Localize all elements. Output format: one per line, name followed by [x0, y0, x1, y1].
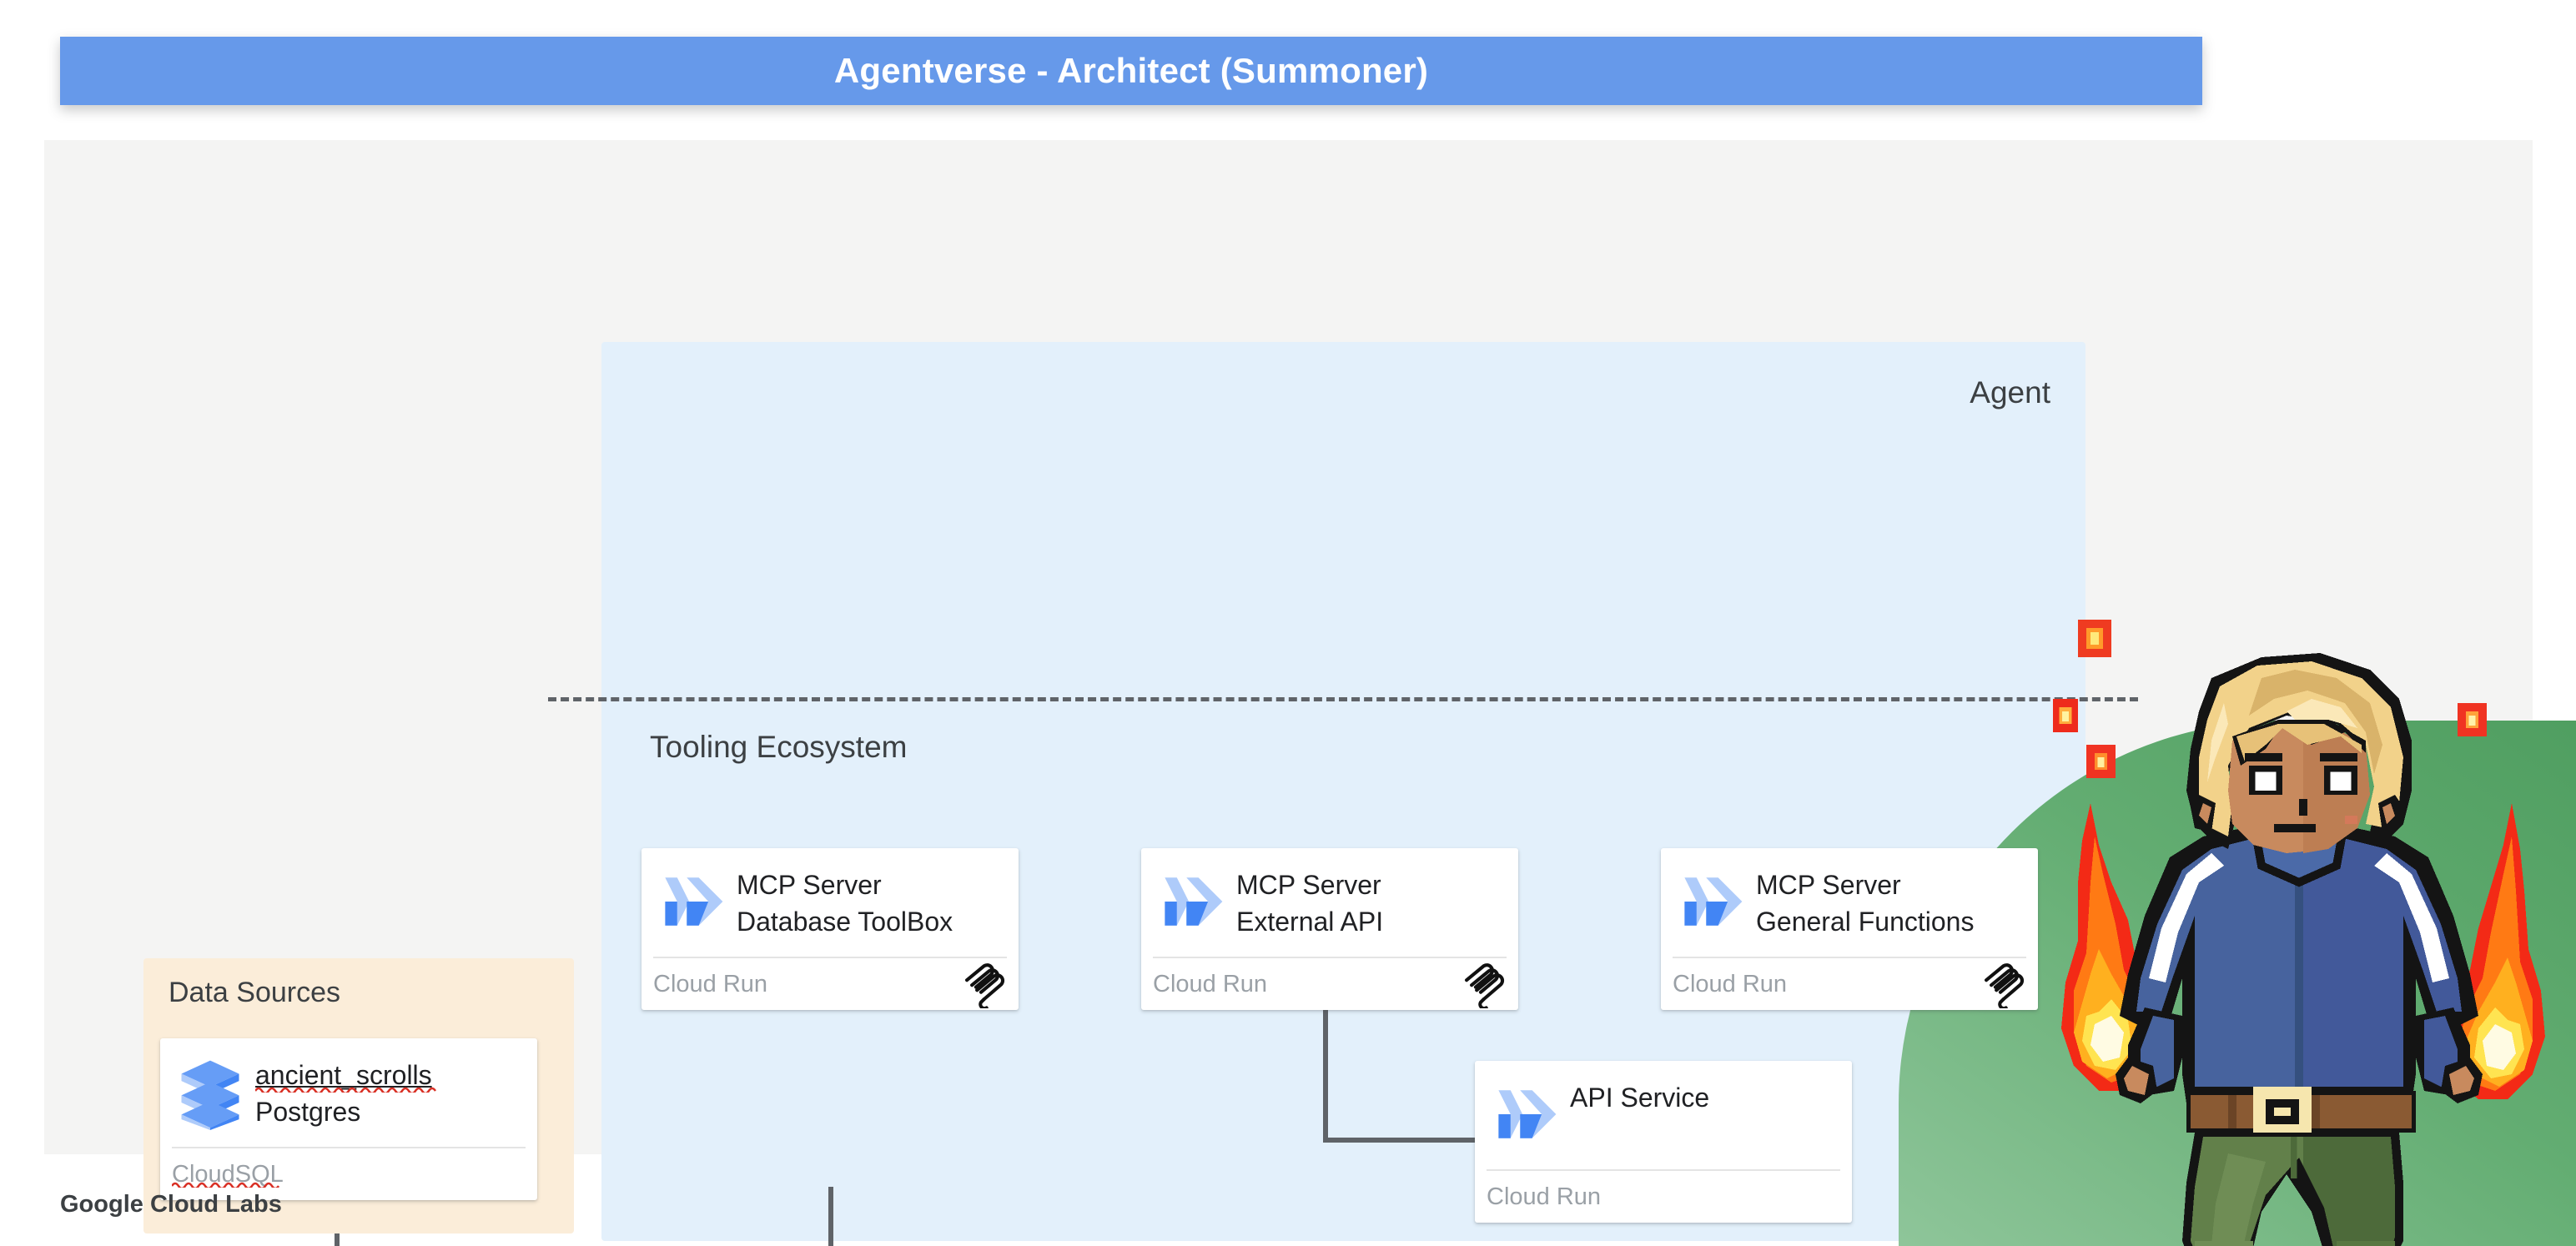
- agent-tooling-divider: [548, 697, 2138, 701]
- tooling-ecosystem-label: Tooling Ecosystem: [650, 730, 908, 764]
- card-title-line-1: ancient_scrolls: [255, 1057, 524, 1093]
- card-title-line-1: MCP Server: [737, 870, 882, 900]
- card-footer: Cloud Run: [1153, 957, 1507, 1010]
- card-platform-label: Cloud Run: [1153, 970, 1268, 997]
- card-platform-label: Cloud Run: [1673, 970, 1788, 997]
- card-body: API Service: [1475, 1061, 1852, 1169]
- cloud-run-icon: [1487, 1076, 1563, 1153]
- card-title-line-1: API Service: [1570, 1083, 1710, 1113]
- page-title: Agentverse - Architect (Summoner): [833, 51, 1429, 90]
- cloud-sql-icon: [172, 1053, 249, 1130]
- card-body: ancient_scrolls Postgres: [160, 1038, 537, 1147]
- character-belt: [2186, 1087, 2416, 1137]
- card-mcp-server-general-functions[interactable]: MCP Server General Functions Cloud Run: [1661, 848, 2038, 1010]
- card-titles: MCP Server External API: [1236, 863, 1505, 940]
- card-body: MCP Server General Functions: [1661, 848, 2038, 957]
- card-platform-label: CloudSQL: [172, 1160, 284, 1188]
- character-head: [2186, 653, 2412, 853]
- paperclip-icon: [1457, 960, 1505, 1008]
- card-footer: CloudSQL: [172, 1147, 526, 1200]
- card-mcp-server-database-toolbox[interactable]: MCP Server Database ToolBox Cloud Run: [641, 848, 1019, 1010]
- card-titles: API Service: [1570, 1076, 1839, 1116]
- card-ancient-scrolls-postgres[interactable]: ancient_scrolls Postgres CloudSQL: [160, 1038, 537, 1200]
- data-sources-label: Data Sources: [169, 977, 340, 1008]
- card-platform-label: Cloud Run: [1487, 1183, 1602, 1210]
- card-api-service[interactable]: API Service Cloud Run: [1475, 1061, 1852, 1223]
- paperclip-icon: [957, 960, 1005, 1008]
- card-title-line-2: Database ToolBox: [737, 907, 953, 937]
- right-hand-flame: [2445, 803, 2545, 1099]
- connector-external-api-to-api-service: [1321, 1007, 1487, 1145]
- card-title-line-2: External API: [1236, 907, 1384, 937]
- card-title-line-1: MCP Server: [1236, 870, 1381, 900]
- card-body: MCP Server Database ToolBox: [641, 848, 1019, 957]
- card-title-line-2: Postgres: [255, 1097, 361, 1127]
- ember-particles: [2053, 620, 2487, 778]
- character-legs: [2182, 1133, 2403, 1246]
- card-platform-label: Cloud Run: [653, 970, 768, 997]
- connector-ancient-scrolls-to-database-toolbox: [332, 1187, 849, 1246]
- card-titles: MCP Server Database ToolBox: [737, 863, 1005, 940]
- paperclip-icon: [1976, 960, 2025, 1008]
- card-title-line-1: MCP Server: [1756, 870, 1901, 900]
- diagram-canvas: Agent Tooling Ecosystem Data Sources: [44, 140, 2576, 1246]
- card-title-line-2: General Functions: [1756, 907, 1975, 937]
- cloud-run-icon: [1153, 863, 1230, 940]
- agent-panel-label: Agent: [1970, 375, 2050, 409]
- footer-brand: Google Cloud Labs: [60, 1191, 282, 1218]
- card-footer: Cloud Run: [1673, 957, 2026, 1010]
- card-titles: MCP Server General Functions: [1756, 863, 2025, 940]
- card-titles: ancient_scrolls Postgres: [255, 1053, 524, 1130]
- slide-title-bar: Agentverse - Architect (Summoner): [60, 37, 2202, 105]
- card-footer: Cloud Run: [653, 957, 1007, 1010]
- cloud-run-icon: [653, 863, 730, 940]
- card-footer: Cloud Run: [1487, 1169, 1840, 1223]
- character-torso: [2116, 819, 2483, 1103]
- card-mcp-server-external-api[interactable]: MCP Server External API Cloud Run: [1141, 848, 1518, 1010]
- cloud-run-icon: [1673, 863, 1749, 940]
- architect-summoner-sprite: [2045, 607, 2562, 1246]
- card-body: MCP Server External API: [1141, 848, 1518, 957]
